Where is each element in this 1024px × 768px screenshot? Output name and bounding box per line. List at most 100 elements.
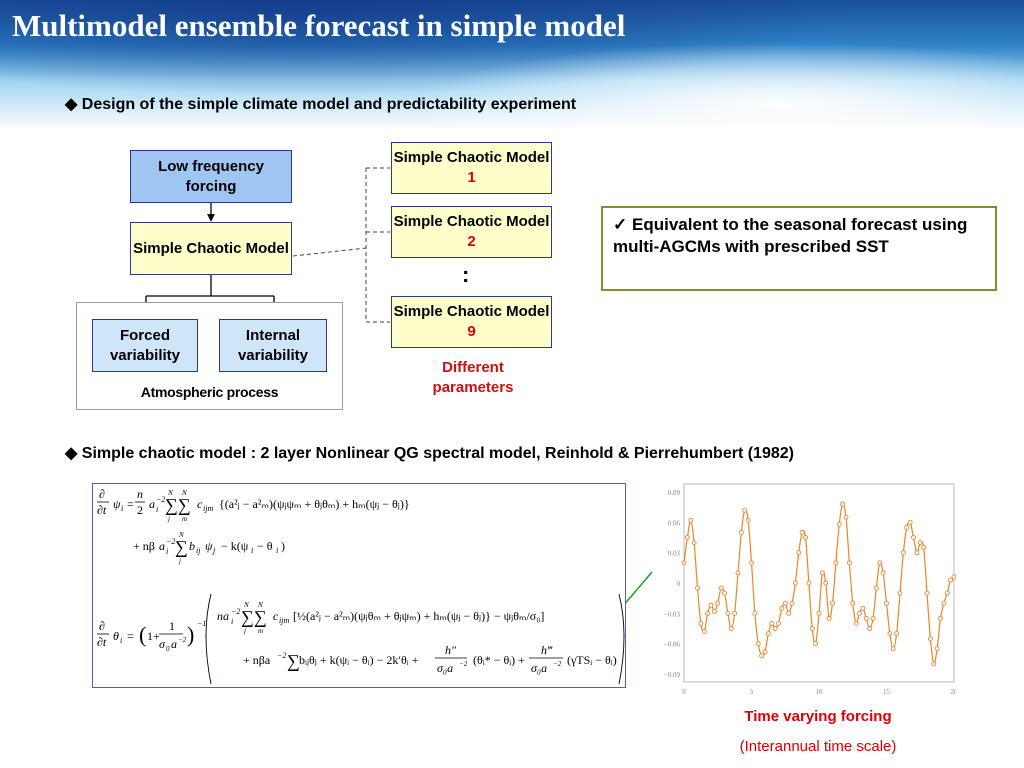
svg-text:b: b (189, 539, 195, 553)
svg-text:∑: ∑ (175, 537, 188, 557)
data-point (870, 615, 876, 621)
svg-text:j: j (178, 557, 181, 565)
data-point (840, 501, 846, 507)
checkmark-icon: ✓ (613, 215, 628, 234)
svg-text:[½(a²ⱼ − a²ₘ)(ψⱼθₘ + θⱼψₘ) + h: [½(a²ⱼ − a²ₘ)(ψⱼθₘ + θⱼψₘ) + hₘ(ψⱼ − θⱼ)… (293, 609, 544, 623)
data-point (806, 580, 812, 586)
data-point (765, 631, 771, 637)
data-point (698, 620, 704, 626)
data-point (934, 646, 940, 652)
data-point (752, 610, 758, 616)
svg-text:=: = (127, 497, 134, 511)
svg-text:∂t: ∂t (97, 503, 107, 517)
data-point (796, 550, 802, 556)
data-point (948, 577, 954, 583)
data-point (853, 620, 859, 626)
svg-text:ψ: ψ (205, 539, 213, 553)
svg-text:h″: h″ (445, 643, 457, 657)
svg-text:θ: θ (113, 629, 119, 643)
svg-text:i: i (156, 505, 158, 514)
data-point (907, 519, 913, 525)
data-point (759, 653, 765, 659)
svg-text:a: a (171, 637, 177, 651)
data-point (826, 615, 832, 621)
svg-text:): ) (281, 539, 285, 553)
svg-text:−2: −2 (459, 660, 468, 668)
svg-text:i: i (120, 636, 122, 645)
data-point (762, 649, 768, 655)
svg-text:na: na (217, 609, 229, 623)
data-point (725, 610, 731, 616)
data-point (728, 626, 734, 631)
data-point (830, 600, 835, 606)
svg-text:+ nβa: + nβa (243, 653, 271, 667)
svg-text:j: j (243, 627, 246, 635)
data-point (877, 560, 883, 566)
svg-text:j: j (167, 515, 170, 523)
data-point (846, 560, 852, 566)
data-point (833, 560, 839, 566)
chart-y-ticks: 0.090.060.030−0.03−0.06−0.09 (664, 489, 681, 679)
bullet-model: ◆ Simple chaotic model : 2 layer Nonline… (65, 443, 794, 463)
data-point (792, 580, 798, 586)
y-tick-label: 0.09 (668, 489, 681, 497)
data-point (860, 605, 866, 611)
svg-text:σ₀a: σ₀a (531, 661, 547, 675)
model-box-2: Simple Chaotic Model 2 (391, 206, 552, 258)
data-point (887, 631, 893, 637)
data-point (843, 514, 849, 520)
svg-text:− k(ψ: − k(ψ (221, 539, 249, 553)
svg-text:∑∑: ∑∑ (165, 495, 191, 515)
data-point (809, 626, 815, 631)
svg-text:i: i (231, 617, 233, 626)
data-point (890, 646, 896, 652)
svg-text:): ) (187, 622, 194, 647)
data-point (927, 636, 933, 642)
data-point (779, 605, 785, 611)
svg-text:h‴: h‴ (541, 643, 553, 657)
data-point (688, 517, 694, 523)
data-point (718, 585, 724, 591)
chart-plot-area (683, 483, 955, 683)
svg-text:∑: ∑ (287, 651, 300, 671)
slide-title: Multimodel ensemble forecast in simple m… (12, 8, 626, 43)
equivalence-callout: ✓ Equivalent to the seasonal forecast us… (601, 206, 997, 291)
bullet-model-text: Simple chaotic model : 2 layer Nonlinear… (81, 445, 794, 462)
svg-text:ijm: ijm (203, 504, 213, 513)
data-point (691, 540, 697, 546)
data-point (836, 521, 842, 527)
svg-text:1: 1 (169, 619, 175, 633)
data-point (813, 641, 819, 647)
data-point (769, 620, 775, 626)
data-point (789, 600, 795, 606)
svg-text:ijm: ijm (279, 616, 289, 625)
data-point (786, 610, 792, 616)
forced-variability-box: Forced variability (92, 319, 198, 372)
svg-text:(γTSᵢ − θᵢ): (γTSᵢ − θᵢ) (567, 653, 617, 667)
svg-text:m: m (258, 627, 263, 635)
svg-text:∂: ∂ (99, 619, 105, 633)
svg-text:N: N (178, 531, 184, 539)
x-tick-label: 10 (816, 688, 824, 696)
data-point (742, 507, 748, 513)
svg-text:ij: ij (196, 546, 201, 555)
data-point (755, 641, 761, 647)
svg-text:−2: −2 (553, 660, 562, 668)
data-point (904, 524, 910, 530)
svg-text:j: j (212, 546, 216, 555)
y-tick-label: −0.09 (664, 671, 681, 679)
svg-text:c: c (273, 609, 279, 623)
x-tick-label: 0 (682, 688, 686, 696)
data-point (732, 610, 738, 616)
svg-text:i: i (166, 547, 168, 556)
data-point (941, 600, 947, 606)
svg-text:(θᵢ* − θᵢ) +: (θᵢ* − θᵢ) + (473, 653, 525, 667)
data-point (873, 585, 879, 591)
svg-text:0: 0 (166, 645, 170, 653)
y-tick-label: −0.06 (664, 641, 681, 649)
data-point (850, 600, 856, 606)
svg-text:−2: −2 (156, 495, 165, 504)
bullet-design-text: Design of the simple climate model and p… (81, 96, 577, 113)
